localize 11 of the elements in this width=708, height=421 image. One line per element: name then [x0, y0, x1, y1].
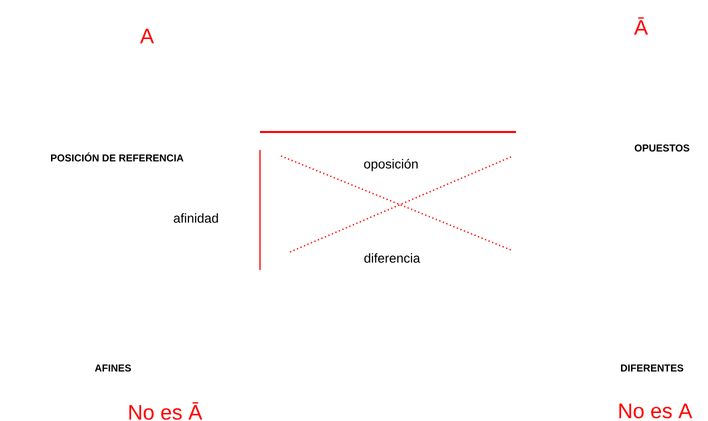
corner-heading: DIFERENTES: [621, 364, 684, 372]
corner-heading: POSICIÓN DE REFERENCIA: [51, 152, 184, 162]
corner-heading: OPUESTOS: [634, 144, 690, 152]
corner-heading: AFINES: [94, 364, 131, 372]
relation-label: afinidad: [174, 213, 218, 223]
relation-label: oposición: [364, 158, 418, 172]
term-letter: A: [140, 28, 154, 44]
term-text: No es A: [619, 404, 692, 418]
term-letter: Ā: [634, 17, 648, 35]
relation-label: diferencia: [364, 253, 420, 263]
term-text: No es Ā: [129, 402, 202, 420]
